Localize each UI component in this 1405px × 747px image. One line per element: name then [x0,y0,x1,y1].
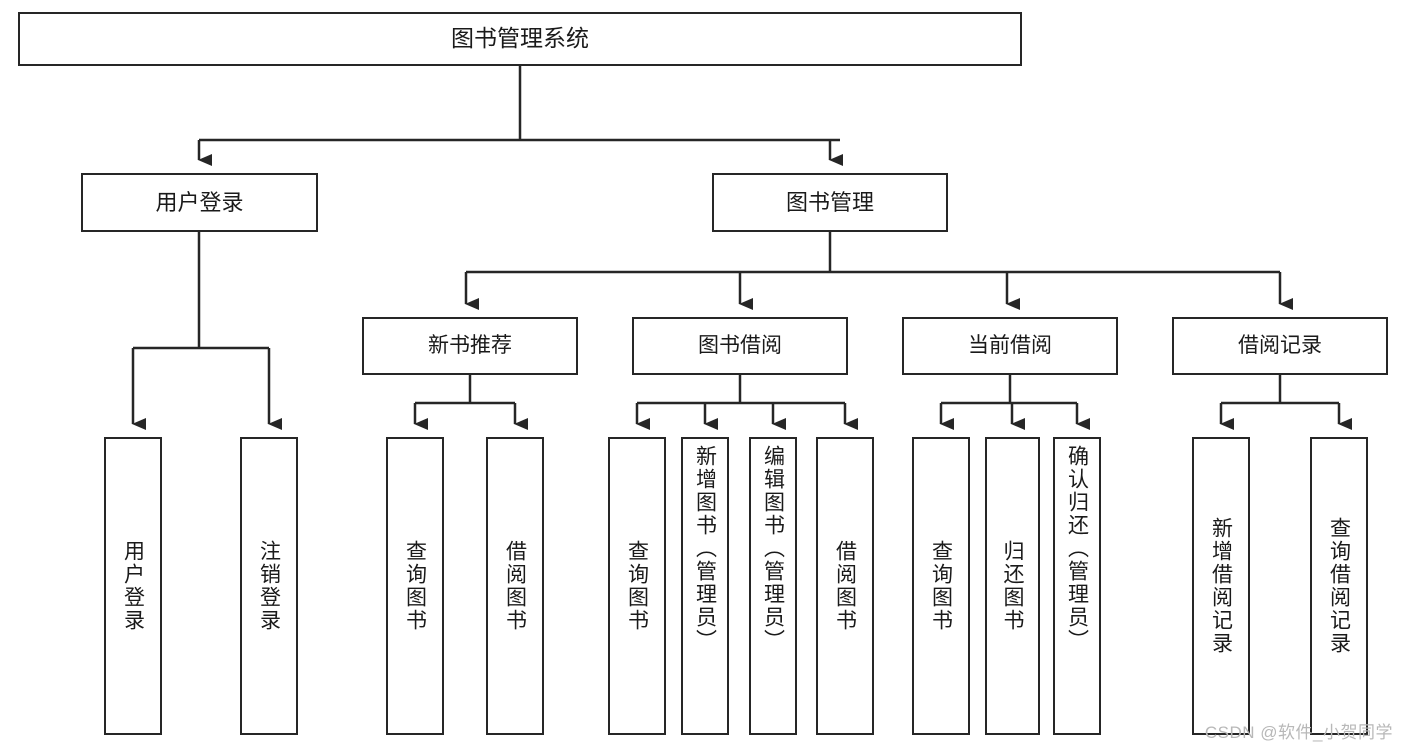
node-leaf-add-book-admin[interactable]: 新增图书（管理员） [681,437,729,735]
node-leaf-borrow-book-2-label: 借阅图书 [833,540,857,632]
node-leaf-edit-book-admin-label: 编辑图书（管理员） [761,445,785,652]
csdn-watermark: CSDN @软件_小贺同学 [1204,723,1393,742]
node-book-manage-label: 图书管理 [785,189,874,215]
node-leaf-user-login-label: 用户登录 [121,540,145,632]
node-leaf-borrow-book-2[interactable]: 借阅图书 [816,437,874,735]
node-book-manage[interactable]: 图书管理 [712,173,948,232]
node-borrow-record[interactable]: 借阅记录 [1172,317,1388,375]
node-leaf-query-borrow-record-label: 查询借阅记录 [1327,517,1351,655]
node-leaf-edit-book-admin[interactable]: 编辑图书（管理员） [749,437,797,735]
node-current-borrow-label: 当前借阅 [968,333,1052,357]
node-current-borrow[interactable]: 当前借阅 [902,317,1118,375]
node-leaf-query-book-2[interactable]: 查询图书 [608,437,666,735]
node-leaf-confirm-return-admin[interactable]: 确认归还（管理员） [1053,437,1101,735]
node-leaf-query-book-1[interactable]: 查询图书 [386,437,444,735]
node-leaf-user-logout[interactable]: 注销登录 [240,437,298,735]
node-leaf-add-book-admin-label: 新增图书（管理员） [693,445,717,652]
node-root[interactable]: 图书管理系统 [18,12,1022,66]
node-leaf-add-borrow-record[interactable]: 新增借阅记录 [1192,437,1250,735]
node-leaf-query-borrow-record[interactable]: 查询借阅记录 [1310,437,1368,735]
node-leaf-return-book-label: 归还图书 [1001,540,1024,632]
node-leaf-return-book[interactable]: 归还图书 [985,437,1040,735]
node-leaf-confirm-return-admin-label: 确认归还（管理员） [1065,445,1089,652]
node-new-book-rec[interactable]: 新书推荐 [362,317,578,375]
node-book-borrow[interactable]: 图书借阅 [632,317,848,375]
node-leaf-borrow-book-1-label: 借阅图书 [503,540,527,632]
node-root-label: 图书管理系统 [451,25,589,52]
node-user-login[interactable]: 用户登录 [81,173,318,232]
node-leaf-query-book-3-label: 查询图书 [929,540,953,632]
node-new-book-rec-label: 新书推荐 [428,333,512,357]
node-leaf-query-book-1-label: 查询图书 [403,540,427,632]
node-leaf-borrow-book-1[interactable]: 借阅图书 [486,437,544,735]
node-leaf-query-book-3[interactable]: 查询图书 [912,437,970,735]
node-leaf-user-login[interactable]: 用户登录 [104,437,162,735]
node-leaf-query-book-2-label: 查询图书 [625,540,649,632]
node-leaf-add-borrow-record-label: 新增借阅记录 [1209,517,1233,655]
node-borrow-record-label: 借阅记录 [1238,333,1322,357]
node-book-borrow-label: 图书借阅 [698,333,782,357]
node-user-login-label: 用户登录 [155,189,244,215]
node-leaf-user-logout-label: 注销登录 [257,540,281,632]
